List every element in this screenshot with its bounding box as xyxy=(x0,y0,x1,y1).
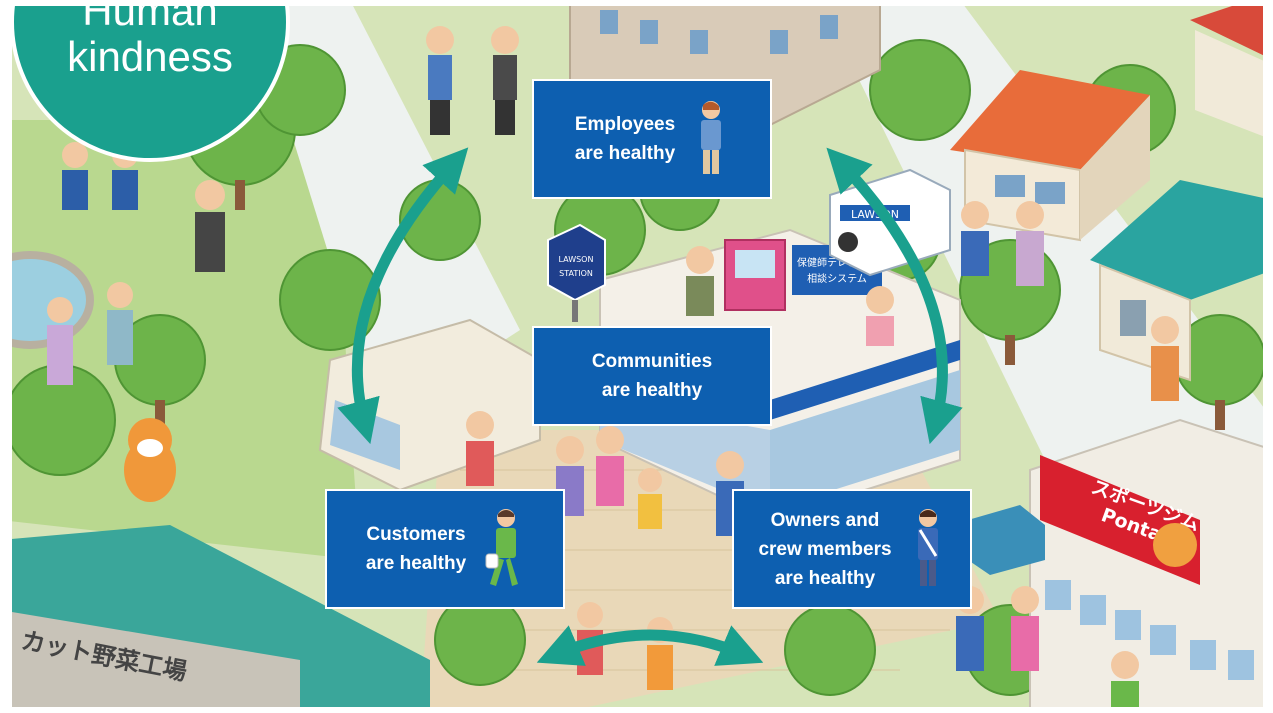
badge-line-2: kindness xyxy=(67,33,233,80)
gym-building: スポーツジム Ponta xyxy=(1029,418,1273,713)
arrow-employees-customers xyxy=(337,147,469,445)
owners-node: Owners and crew members are healthy xyxy=(732,489,972,609)
employees-label-line2: are healthy xyxy=(574,143,676,164)
badge-line-1: Human xyxy=(82,0,218,34)
employees-label-line1: Employees xyxy=(574,114,676,135)
lawson-station-sign: LAWSON STATION xyxy=(547,223,606,322)
arrow-customers-owners xyxy=(536,625,764,666)
owner-figure-icon xyxy=(917,509,938,586)
arrow-employees-owners xyxy=(826,147,963,445)
house-orange-roof xyxy=(950,70,1150,242)
owners-label-line2: crew members xyxy=(758,538,892,560)
communities-label-line2: are healthy xyxy=(601,380,703,401)
customers-label-line2: are healthy xyxy=(365,553,467,574)
station-sign-line1: LAWSON xyxy=(559,255,594,264)
employee-figure-icon xyxy=(701,101,722,174)
communities-node: Communities are healthy xyxy=(532,326,772,426)
customers-label-line1: Customers xyxy=(366,524,466,545)
ponta-mascot xyxy=(124,418,176,502)
people xyxy=(47,26,1179,713)
owners-label-line3: are healthy xyxy=(774,567,876,589)
communities-label-line1: Communities xyxy=(591,351,713,372)
fountain-pond xyxy=(0,251,94,349)
house-red-roof xyxy=(1190,0,1273,140)
cycle-arrows xyxy=(337,147,963,666)
parked-car xyxy=(968,505,1045,575)
station-sign-line2: STATION xyxy=(559,269,593,278)
house-teal-roof xyxy=(1090,180,1273,382)
tree-trunks xyxy=(155,180,1225,430)
owners-label-line1: Owners and xyxy=(770,509,880,531)
factory-building: カット野菜工場 xyxy=(0,525,430,713)
kiosk-sign-line2: 相談システム xyxy=(807,272,867,285)
employees-node: Employees are healthy xyxy=(532,79,772,199)
customers-node: Customers are healthy xyxy=(325,489,565,609)
customer-figure-icon xyxy=(485,509,519,586)
